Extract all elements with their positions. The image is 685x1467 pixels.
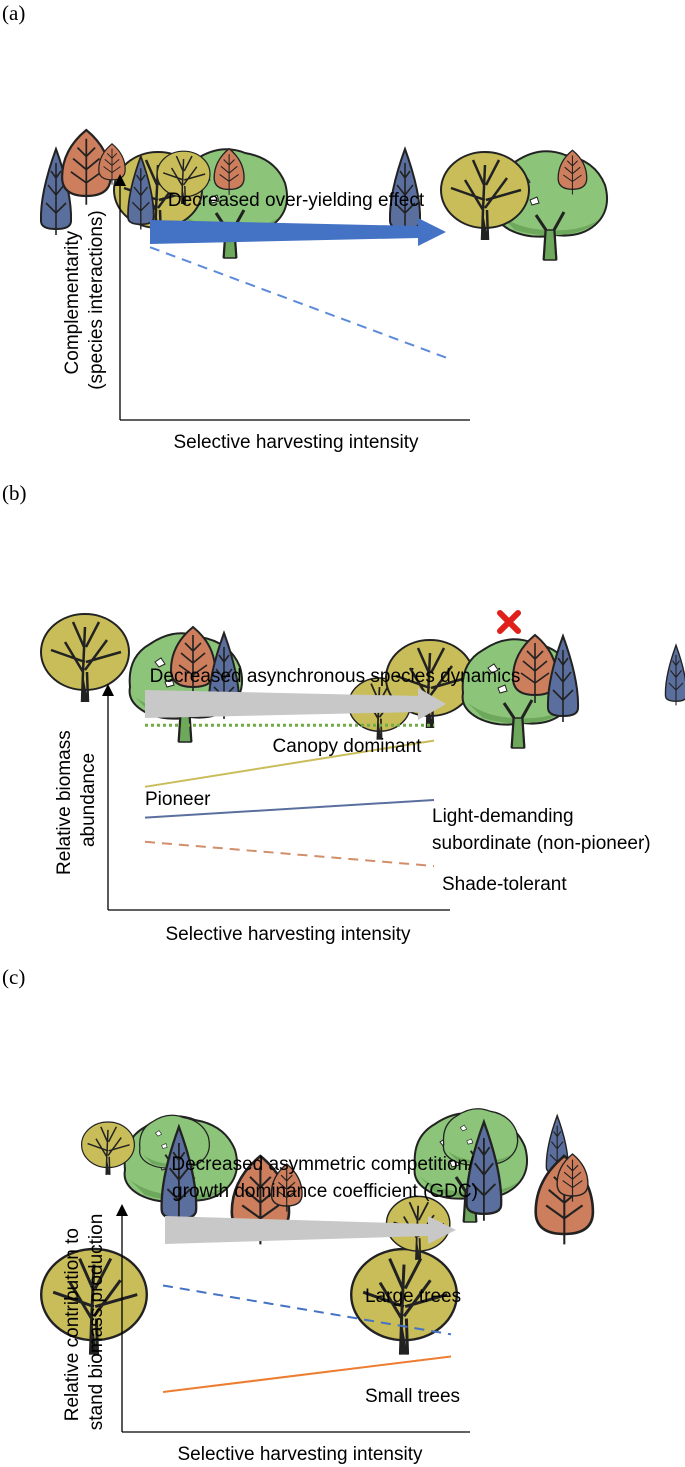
y-axis-label: Relative contribution to stand biomass p… <box>62 1214 107 1431</box>
y-axis-label-line: abundance <box>78 753 99 847</box>
y-axis-arrowhead <box>116 1204 128 1216</box>
trend-line-series-0 <box>149 246 447 359</box>
series-label-canopy-dominant: Canopy dominant <box>273 736 423 757</box>
x-axis-label: Selective harvesting intensity <box>173 432 419 453</box>
panel-label-c: (c) <box>2 965 25 989</box>
trend-arrow-label: Decreased over-yielding effect <box>168 190 425 211</box>
trend-arrow <box>145 688 446 720</box>
y-axis-label-line: Complementarity <box>62 230 83 374</box>
chart-b: Decreased asynchronous species dynamics … <box>54 666 651 945</box>
series-label-pioneer: Pioneer <box>145 789 211 810</box>
chart-a: Decreased over-yielding effect Complemen… <box>62 174 470 453</box>
panel-b: (b) Decreased asynchronous species dynam… <box>2 481 685 945</box>
y-axis-label-line: (species interactions) <box>86 210 107 390</box>
series-label-light-demanding: Light-demanding subordinate (non-pioneer… <box>432 806 651 854</box>
blue-conifer-tree-icon <box>664 644 685 707</box>
trend-line-light-demanding-subordinate-non-pioneer <box>144 799 435 819</box>
trend-arrow-label-line: Decreased asymmetric competition/ <box>171 1154 474 1175</box>
removed-tree-x-icon <box>497 610 521 634</box>
trend-line-pioneer <box>144 739 435 788</box>
trend-arrow-label: Decreased asynchronous species dynamics <box>150 666 521 687</box>
panel-label-a: (a) <box>2 1 25 25</box>
x-axis-label: Selective harvesting intensity <box>177 1444 423 1465</box>
y-axis-label: Relative biomass abundance <box>54 725 99 875</box>
y-axis-label-line: Relative contribution to <box>62 1228 83 1421</box>
trend-arrow <box>165 1216 456 1244</box>
chart-c: Decreased asymmetric competition/ growth… <box>62 1154 478 1465</box>
trend-line-large-trees <box>162 1284 452 1336</box>
series-label-line: subordinate (non-pioneer) <box>432 833 651 854</box>
trend-line-small-trees <box>162 1355 452 1394</box>
panel-c: (c) Decreased asymmetric competition/ gr… <box>2 965 595 1465</box>
panel-label-b: (b) <box>2 481 27 505</box>
x-axis-label: Selective harvesting intensity <box>165 924 411 945</box>
y-axis-arrowhead <box>114 174 126 186</box>
trend-line-shade-tolerant <box>144 840 435 867</box>
trend-arrow <box>150 218 446 246</box>
y-axis-label-line: stand biomass production <box>86 1214 107 1431</box>
y-axis-arrowhead <box>102 684 114 696</box>
trend-arrow-label: Decreased asymmetric competition/ growth… <box>171 1154 478 1202</box>
trend-arrow-label-line: growth dominance coefficient (GDC) <box>172 1181 478 1202</box>
yellow-broadleaf-tree-icon <box>39 612 131 704</box>
series-label-small-trees: Small trees <box>365 1386 460 1407</box>
y-axis-label-line: Relative biomass <box>54 730 75 875</box>
tree-illustration-b-right <box>347 610 685 750</box>
y-axis-label: Complementarity (species interactions) <box>62 210 107 390</box>
series-label-shade-tolerant: Shade-tolerant <box>442 874 567 895</box>
series-label-line: Light-demanding <box>432 806 574 827</box>
series-label-large-trees: Large trees <box>365 1286 461 1307</box>
panel-a: (a) Decreased over-yielding effect <box>2 1 609 453</box>
